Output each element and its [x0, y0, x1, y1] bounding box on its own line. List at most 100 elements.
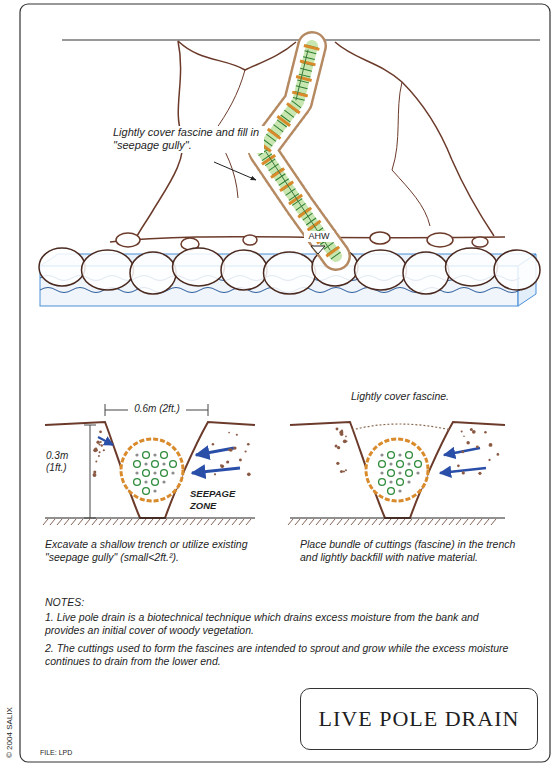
soil-grain [476, 445, 479, 448]
cutting-end [170, 461, 177, 468]
soil-grain [478, 472, 481, 475]
soil-grain [484, 431, 487, 434]
soil-grain [99, 430, 102, 433]
ground-hatch [232, 519, 237, 525]
cutting-end [162, 462, 165, 465]
cutting-end [406, 452, 413, 459]
boulder [130, 252, 176, 294]
soil-grain [228, 432, 230, 434]
cutting-end [143, 470, 150, 477]
soil-grain [233, 446, 236, 449]
ground-hatch [64, 519, 69, 525]
ground-hatch [162, 519, 167, 525]
caption: Place bundle of cuttings (fascine) in th… [300, 538, 528, 564]
soil-grain [96, 440, 99, 443]
soil-grain [247, 473, 251, 477]
ground-hatch [127, 519, 132, 525]
caption: Excavate a shallow trench or utilize exi… [45, 538, 267, 564]
cutting-end [407, 462, 410, 465]
ground-hatch [330, 519, 335, 525]
boulder [403, 252, 449, 294]
boulder [221, 250, 267, 290]
ground-hatch [169, 519, 174, 525]
soil-grain [341, 430, 343, 432]
soil-grain [457, 464, 460, 467]
soil-grain [101, 444, 103, 446]
cutting-end [143, 488, 150, 495]
cutting-end [407, 480, 410, 483]
cutting-end [134, 479, 141, 486]
ground-hatch [302, 519, 307, 525]
trench-section [290, 422, 505, 518]
cutting-end [153, 453, 156, 456]
callout-text: Lightly cover fascine and fill in "seepa… [112, 126, 264, 153]
note: 1. Live pole drain is a biotechnical tec… [45, 611, 515, 637]
soil-grain [335, 444, 338, 447]
ground-hatch [477, 519, 482, 525]
soil-grain [462, 471, 465, 474]
ground-hatch [155, 519, 160, 525]
water-level-symbol [311, 246, 325, 254]
ground-hatch [183, 519, 188, 525]
soil-grain [228, 449, 230, 451]
cutting-end [134, 461, 141, 468]
cutting-end [398, 453, 401, 456]
ground-hatch [393, 519, 398, 525]
ground-hatch [71, 519, 76, 525]
ground-hatch [421, 519, 426, 525]
caption: Lightly cover fascine. [330, 390, 470, 403]
soil-grain [245, 450, 247, 452]
boulder [39, 248, 85, 286]
soil-texture [43, 428, 499, 525]
cutting-end [389, 462, 392, 465]
boulder [355, 250, 407, 290]
ground-hatch [99, 519, 104, 525]
boulder-row [39, 248, 540, 294]
ground-hatch [239, 519, 244, 525]
soil-grain [497, 453, 500, 456]
ground-hatch [50, 519, 55, 525]
soil-grain [98, 444, 100, 446]
ground-hatch [106, 519, 111, 525]
ground-hatch [491, 519, 496, 525]
soil-grain [336, 428, 339, 431]
ground-hatch [463, 519, 468, 525]
ground-hatch [484, 519, 489, 525]
ground-hatch [225, 519, 230, 525]
cutting-end [397, 461, 404, 468]
soil-grain [472, 430, 476, 434]
soil-grain [336, 462, 339, 465]
soil-grain [343, 470, 345, 472]
soil-grain [346, 440, 348, 442]
note: 2. The cuttings used to form the fascine… [45, 642, 515, 668]
ground-hatch [386, 519, 391, 525]
boulder [446, 248, 498, 286]
leader-line [214, 162, 256, 180]
ground-hatch [456, 519, 461, 525]
ground-hatch [92, 519, 97, 525]
ground-hatch [351, 519, 356, 525]
cutting-end [144, 462, 147, 465]
copyright: © 2004 SALIX [5, 707, 15, 758]
fascine-gully [262, 46, 336, 256]
ground-hatch [449, 519, 454, 525]
cutting-end [144, 480, 147, 483]
boulder [494, 250, 540, 290]
page-frame [20, 4, 550, 762]
dimension-label: 0.3m (1ft.) [46, 450, 86, 474]
cutting-end [398, 489, 401, 492]
cutting-end [162, 480, 165, 483]
soil-grain [226, 460, 229, 463]
ground-hatch [190, 519, 195, 525]
ground-hatch [309, 519, 314, 525]
ground-hatch [148, 519, 153, 525]
ground-hatch [295, 519, 300, 525]
cutting-end [152, 461, 159, 468]
ground-hatch [43, 519, 48, 525]
notes-heading: NOTES: [45, 596, 525, 609]
ground-hatch [470, 519, 475, 525]
soil-grain [98, 455, 100, 457]
cutting-end [398, 471, 401, 474]
soil-grain [470, 428, 473, 431]
boulder [82, 250, 134, 290]
